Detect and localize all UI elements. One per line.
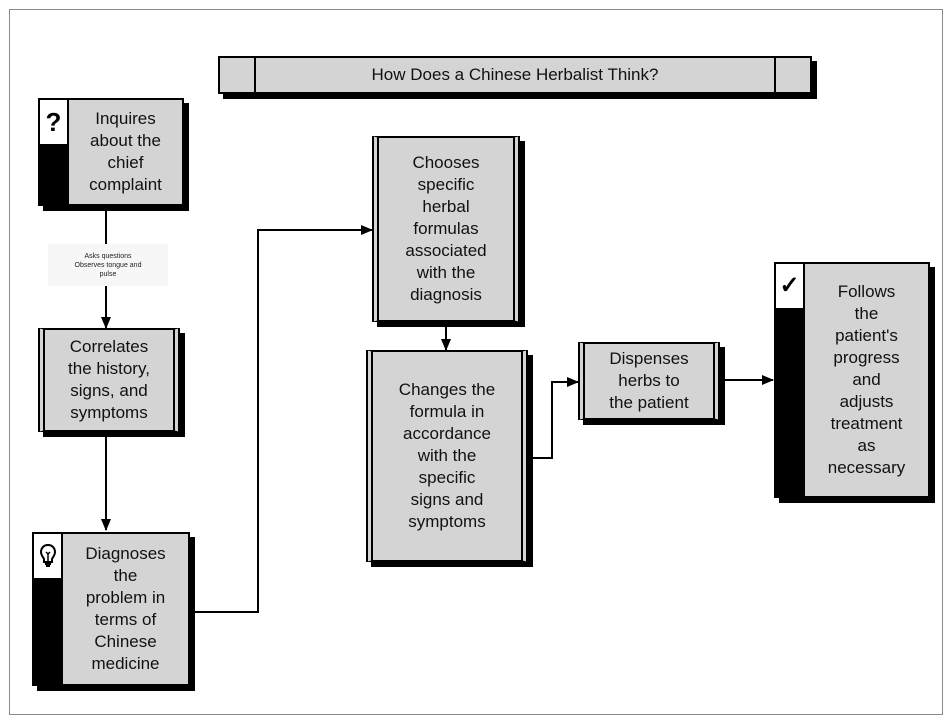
checkmark-icon: ✓ (776, 264, 803, 308)
step-inquire-sidebar: ? (40, 100, 69, 204)
step-diagnose-sidebar (34, 534, 63, 684)
diagram-title-box: How Does a Chinese Herbalist Think? (218, 56, 812, 94)
edge-note-asks-questions: Asks questions Observes tongue and pulse (48, 244, 168, 286)
step-dispense-label: Dispenses herbs to the patient (609, 349, 689, 412)
step-follow-label: Follows the patient's progress and adjus… (827, 282, 906, 477)
arrow-change-to-dispense (532, 377, 579, 459)
step-choose-label: Chooses specific herbal formulas associa… (405, 153, 487, 304)
step-correlate-label: Correlates the history, signs, and sympt… (68, 337, 150, 422)
step-dispense: Dispenses herbs to the patient (578, 342, 720, 420)
step-diagnose: Diagnoses the problem in terms of Chines… (32, 532, 190, 686)
question-icon: ? (40, 100, 67, 144)
step-follow: ✓ Follows the patient's progress and adj… (774, 262, 930, 498)
lightbulb-icon (34, 534, 61, 578)
title-right-cap (774, 58, 810, 92)
diagram-title: How Does a Chinese Herbalist Think? (371, 65, 659, 84)
step-choose: Chooses specific herbal formulas associa… (372, 136, 520, 322)
step-diagnose-label: Diagnoses the problem in terms of Chines… (85, 544, 166, 673)
step-follow-sidebar: ✓ (776, 264, 805, 496)
arrow-diagnose-to-choose (194, 225, 373, 613)
step-inquire-label: Inquires about the chief complaint (89, 109, 162, 194)
step-change-label: Changes the formula in accordance with t… (398, 380, 496, 531)
title-left-cap (220, 58, 256, 92)
step-inquire: ? Inquires about the chief complaint (38, 98, 184, 206)
step-change: Changes the formula in accordance with t… (366, 350, 528, 562)
step-correlate: Correlates the history, signs, and sympt… (38, 328, 180, 432)
